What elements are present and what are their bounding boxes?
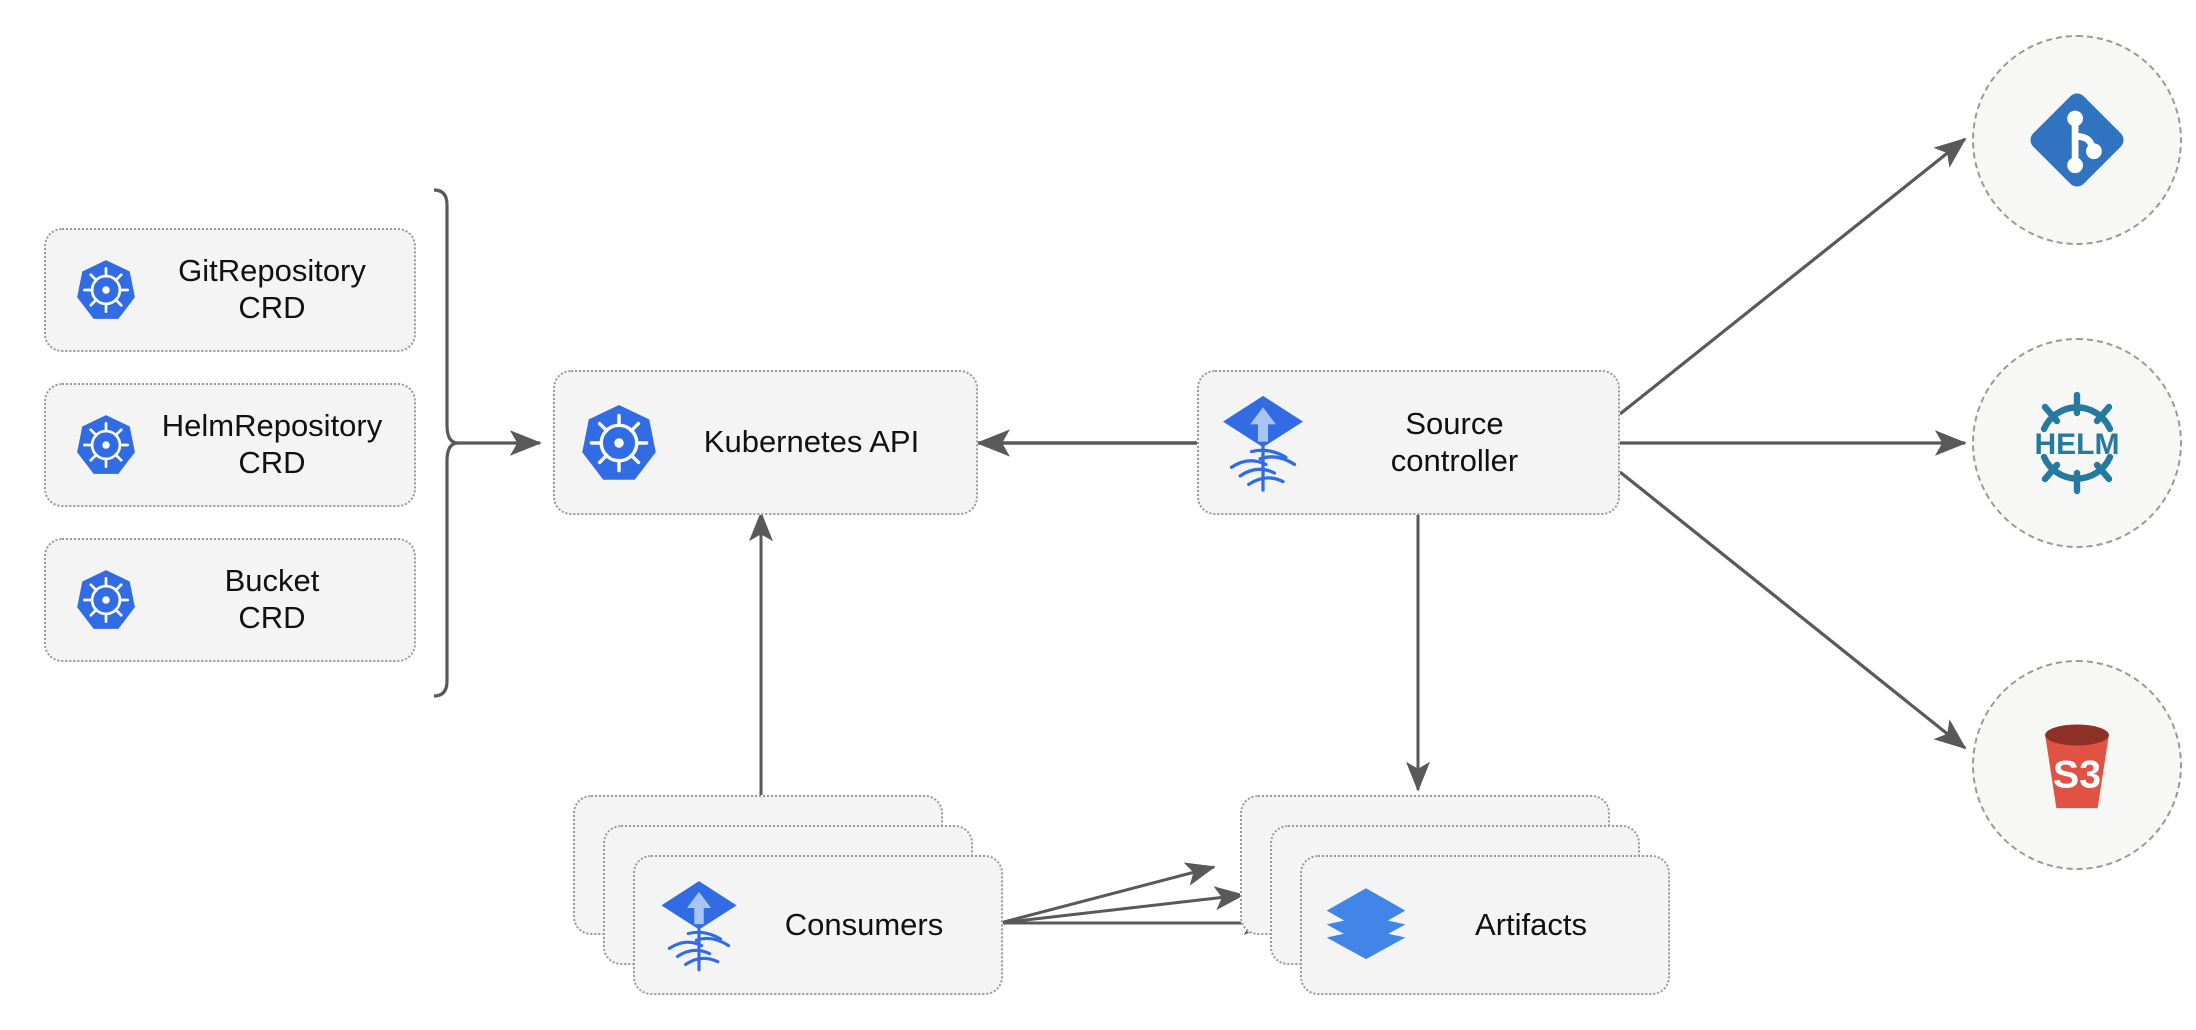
- helm-icon: HELM: [2035, 391, 2120, 495]
- layers-icon: [1320, 883, 1412, 967]
- git-icon: [2030, 93, 2124, 187]
- s3-icon: S3: [2045, 724, 2109, 809]
- node-label: Source controller: [1390, 405, 1519, 478]
- crd-card-gitrepository[interactable]: GitRepository CRD: [44, 228, 416, 352]
- kubernetes-icon: [573, 401, 665, 485]
- edge-consumers-to-artifact-2: [999, 886, 1245, 925]
- edge-consumers-to-artifact-1: [999, 862, 1216, 925]
- node-label: Consumers: [784, 906, 944, 942]
- helm-label: HELM: [2035, 428, 2120, 461]
- node-consumers[interactable]: Consumers: [633, 855, 1003, 995]
- external-source-s3[interactable]: S3: [1972, 660, 2182, 870]
- edge-sourcecontroller-to-git: [1619, 137, 1967, 416]
- node-artifacts-stack[interactable]: Artifacts: [1240, 795, 1670, 995]
- crd-card-helmrepository[interactable]: HelmRepository CRD: [44, 383, 416, 507]
- crd-card-label: Bucket CRD: [224, 563, 320, 635]
- node-consumers-stack[interactable]: Consumers: [573, 795, 1003, 995]
- crd-card-label: GitRepository CRD: [178, 253, 366, 325]
- node-label: Kubernetes API: [703, 424, 920, 460]
- external-source-helm[interactable]: HELM: [1972, 338, 2182, 548]
- flux-icon: [653, 878, 745, 973]
- crd-card-label: HelmRepository CRD: [161, 408, 383, 480]
- flux-icon: [1217, 393, 1309, 493]
- external-source-git[interactable]: [1972, 35, 2182, 245]
- kubernetes-icon: [68, 567, 144, 633]
- kubernetes-icon: [68, 257, 144, 323]
- node-label: Artifacts: [1475, 906, 1587, 942]
- node-artifacts[interactable]: Artifacts: [1300, 855, 1670, 995]
- kubernetes-icon: [68, 412, 144, 478]
- s3-label: S3: [2053, 753, 2101, 797]
- node-kubernetes-api[interactable]: Kubernetes API: [553, 370, 978, 515]
- crd-card-bucket[interactable]: Bucket CRD: [44, 538, 416, 662]
- edge-sourcecontroller-to-s3: [1619, 470, 1967, 750]
- crd-group-brace: [433, 188, 459, 698]
- node-source-controller[interactable]: Source controller: [1197, 370, 1620, 515]
